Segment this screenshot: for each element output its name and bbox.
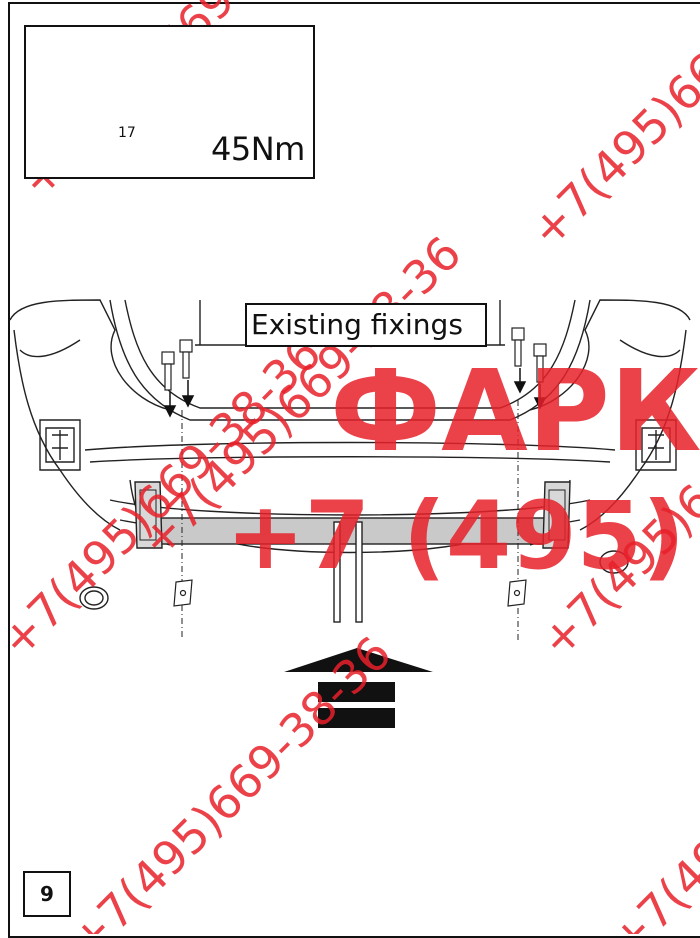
torque-spec-panel: 17 45Nm [24, 25, 315, 179]
step-number: 9 [23, 871, 71, 917]
watermark-phone-small: +7(495)669-38-36 [520, 0, 700, 258]
insertion-arrow-icon [284, 648, 433, 728]
socket-size-label: 17 [118, 125, 136, 141]
watermark-phone: +7 (495) 669-38-36 [226, 482, 700, 591]
watermark-phone-small: +7(495)669-38-36 [60, 626, 402, 934]
watermark-brand: ФАРКОП [330, 347, 700, 477]
existing-fixings-label: Existing fixings [245, 303, 487, 347]
torque-value: 45Nm [211, 130, 305, 168]
watermark-phone-small: +7(495)669-38-36 [600, 626, 700, 934]
